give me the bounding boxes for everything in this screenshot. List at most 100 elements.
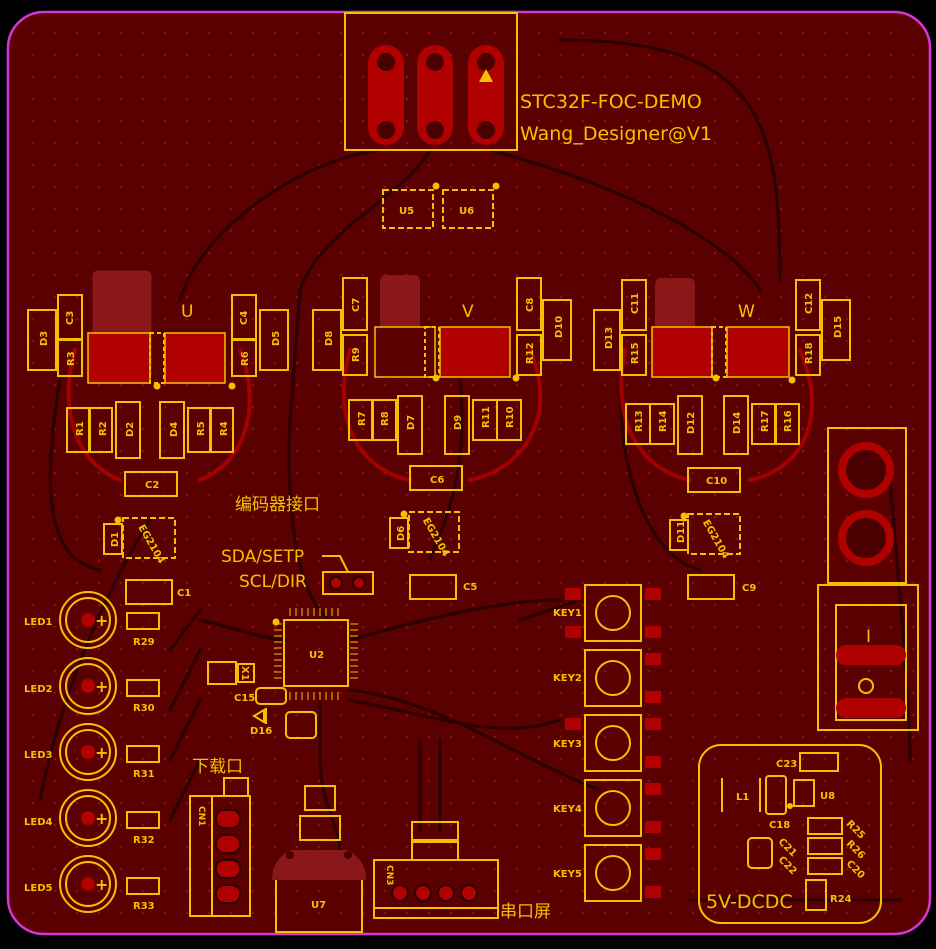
- svg-text:LED3: LED3: [24, 750, 53, 761]
- svg-text:+: +: [95, 677, 108, 696]
- key-column: KEY1 KEY2 KEY3 KEY4 KEY5: [553, 584, 661, 902]
- dcdc-label: 5V-DCDC: [706, 891, 793, 913]
- svg-text:R4: R4: [219, 421, 230, 436]
- svg-text:X1: X1: [239, 666, 250, 681]
- scl-label: SCL/DIR: [239, 572, 307, 592]
- svg-text:C10: C10: [706, 476, 727, 487]
- svg-text:R24: R24: [830, 894, 852, 905]
- svg-text:D10: D10: [554, 316, 565, 338]
- serial-port-cn3: CN3: [373, 821, 499, 919]
- cap-near-mcu: [285, 711, 317, 739]
- svg-text:LED4: LED4: [24, 817, 53, 828]
- svg-text:R29: R29: [133, 637, 155, 648]
- svg-text:R2: R2: [98, 421, 109, 436]
- svg-text:R18: R18: [804, 342, 815, 364]
- svg-text:C1: C1: [177, 588, 191, 599]
- svg-text:D9: D9: [453, 415, 464, 430]
- svg-text:D14: D14: [732, 412, 743, 434]
- svg-text:C2: C2: [145, 480, 159, 491]
- svg-text:R11: R11: [481, 406, 492, 428]
- via-grid: [20, 24, 918, 922]
- key3: KEY3: [553, 714, 661, 772]
- svg-text:D16: D16: [250, 726, 272, 737]
- u6-chip: U6: [442, 182, 500, 229]
- key5: KEY5: [553, 844, 661, 902]
- svg-text:KEY5: KEY5: [553, 869, 582, 880]
- usb-u7: U7: [272, 785, 366, 933]
- board-designer: Wang_Designer@V1: [520, 123, 712, 145]
- svg-text:D4: D4: [169, 422, 180, 437]
- board-title: STC32F-FOC-DEMO: [520, 91, 702, 113]
- sda-label: SDA/SETP: [221, 547, 304, 567]
- u5-chip: U5: [382, 182, 440, 229]
- svg-text:KEY2: KEY2: [553, 673, 582, 684]
- svg-text:R15: R15: [630, 342, 641, 364]
- svg-text:R17: R17: [760, 410, 771, 432]
- svg-text:R31: R31: [133, 769, 155, 780]
- power-jack: [827, 427, 907, 584]
- svg-text:U2: U2: [309, 650, 324, 661]
- svg-text:C12: C12: [804, 293, 815, 314]
- svg-text:R10: R10: [505, 406, 516, 428]
- svg-text:CN3: CN3: [384, 865, 394, 885]
- svg-text:C5: C5: [463, 582, 477, 593]
- svg-text:R33: R33: [133, 901, 155, 912]
- svg-text:LED1: LED1: [24, 617, 53, 628]
- svg-text:L1: L1: [736, 792, 749, 803]
- crystal-x1: X1: [207, 661, 255, 685]
- svg-text:D13: D13: [604, 327, 615, 349]
- svg-text:C6: C6: [430, 475, 444, 486]
- phase-u-block: U D3 C3 R3 C4 R6 D5 R1 R2 D2 D4 R5 R4 C2…: [27, 269, 289, 605]
- svg-text:KEY4: KEY4: [553, 804, 582, 815]
- svg-text:R6: R6: [240, 351, 251, 366]
- svg-text:+: +: [95, 875, 108, 894]
- svg-text:D7: D7: [406, 415, 417, 430]
- svg-text:D15: D15: [833, 316, 844, 338]
- svg-text:LED5: LED5: [24, 883, 53, 894]
- svg-text:C23: C23: [776, 759, 797, 770]
- svg-text:D5: D5: [271, 331, 282, 346]
- traces: [38, 38, 912, 902]
- svg-text:D2: D2: [125, 422, 136, 437]
- svg-text:C7: C7: [351, 298, 362, 312]
- svg-text:KEY1: KEY1: [553, 608, 582, 619]
- svg-text:R12: R12: [525, 342, 536, 364]
- led4: + LED4 R32: [24, 789, 160, 847]
- svg-text:R30: R30: [133, 703, 155, 714]
- svg-text:U8: U8: [820, 791, 835, 802]
- svg-text:R3: R3: [66, 351, 77, 366]
- svg-text:R5: R5: [196, 421, 207, 436]
- svg-text:U5: U5: [399, 206, 414, 217]
- svg-text:C4: C4: [239, 311, 250, 325]
- svg-text:R16: R16: [783, 410, 794, 432]
- phase-w-label: W: [738, 302, 755, 322]
- led2: + LED2 R30: [24, 657, 160, 715]
- phase-v-label: V: [462, 302, 474, 322]
- diode-d16: D16: [250, 708, 272, 737]
- svg-text:LED2: LED2: [24, 684, 53, 695]
- led3: + LED3 R31: [24, 723, 160, 781]
- svg-text:C9: C9: [742, 583, 756, 594]
- svg-text:+: +: [95, 809, 108, 828]
- key1: KEY1: [553, 584, 661, 642]
- cap-c15: C15: [234, 687, 287, 705]
- power-switch: I: [817, 584, 919, 731]
- svg-text:U6: U6: [459, 206, 474, 217]
- svg-text:D1: D1: [110, 532, 121, 547]
- encoder-header: [322, 555, 374, 595]
- svg-text:+: +: [95, 611, 108, 630]
- svg-text:D8: D8: [324, 331, 335, 346]
- svg-text:C11: C11: [630, 293, 641, 314]
- led-column: + LED1 R29 + LED2 R30 + LED3 R31 + LED4 …: [24, 591, 160, 913]
- phase-v-block: V D8 C7 R9 C8 R12 D10 R7 R8 D7 D9 R11 R1…: [312, 275, 572, 600]
- svg-text:R8: R8: [380, 411, 391, 426]
- download-label: 下载口: [192, 757, 243, 777]
- svg-text:C15: C15: [234, 693, 255, 704]
- svg-text:R9: R9: [351, 347, 362, 362]
- led5: + LED5 R33: [24, 855, 160, 913]
- svg-text:R1: R1: [75, 421, 86, 436]
- svg-text:KEY3: KEY3: [553, 739, 582, 750]
- svg-text:R13: R13: [634, 410, 645, 432]
- svg-text:I: I: [866, 627, 871, 647]
- encoder-label: 编码器接口: [235, 495, 320, 515]
